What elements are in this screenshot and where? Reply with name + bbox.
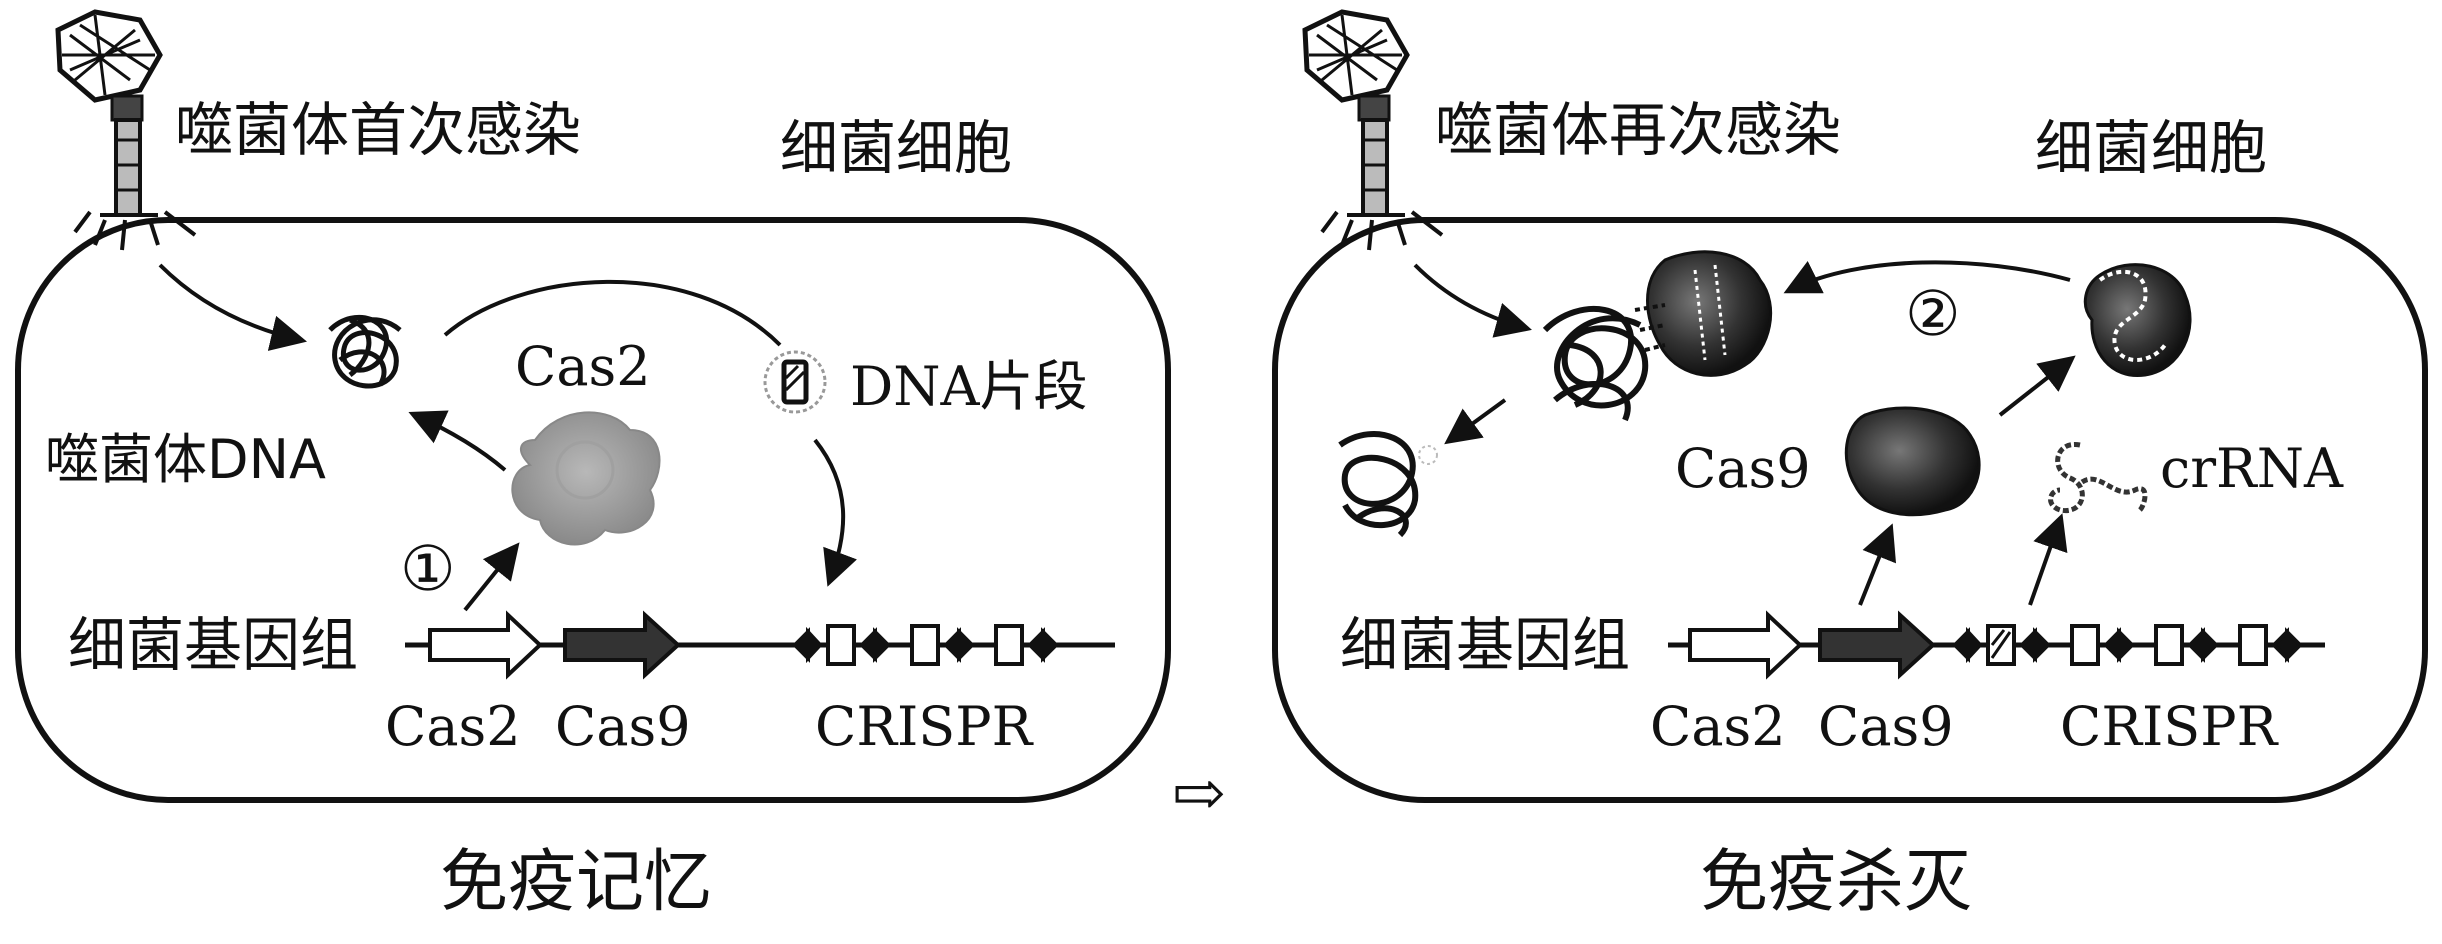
gene-cas9-label-right: Cas9 [1818,695,1954,758]
cas9-gene-arrow-right [1818,610,1936,680]
phage-dna-icon-left [328,314,402,389]
fragment-arc-arrow [443,279,782,347]
bacterial-cell-left [15,217,1171,803]
cas9-to-complex-arrow [1998,355,2076,417]
gene-cas2-label-left: Cas2 [385,695,521,758]
dna-fragment-icon [763,350,827,414]
cas2-protein-label: Cas2 [515,335,651,398]
caption-right: 免疫杀灭 [1700,843,1972,922]
cell-label-right: 细菌细胞 [2035,114,2267,182]
right-panel: 噬菌体再次感染 细菌细胞 ② Cas9 crRNA [1272,9,2428,922]
phage-dna-icon-right [1542,306,1649,422]
genome-label-right: 细菌基因组 [1340,611,1630,679]
phage-icon-right [1302,9,1444,251]
step-1-arrow [463,542,520,612]
dna-fragment-label: DNA片段 [850,355,1088,418]
injection-arrow-left [158,263,308,351]
cas2-to-dna-arrow [408,410,507,472]
left-panel: 噬菌体首次感染 细菌细胞 DNA片段 Cas2 噬菌体DNA ① 细菌基因 [15,9,1171,922]
phage-dna-label: 噬菌体DNA [45,428,326,491]
cas2-gene-arrow-left [428,610,543,680]
cell-label-left: 细菌细胞 [780,114,1012,182]
infection-label-left: 噬菌体首次感染 [175,96,581,164]
transition-arrow-icon: ⇨ [1172,757,1226,831]
crrna-icon [2048,442,2148,513]
crrna-label: crRNA [2160,437,2344,500]
crispr-array-right [1952,624,2303,666]
cleaved-dna-icon [1338,431,1419,538]
phage-icon-left [55,9,197,251]
gene-crispr-label-left: CRISPR [815,695,1034,758]
crrna-transcription-arrow [2028,513,2068,606]
cas9-gene-arrow-left [563,610,681,680]
cas9-expression-arrow [1858,523,1897,606]
genome-label-left: 细菌基因组 [68,611,358,679]
bacterial-cell-right [1272,217,2428,803]
injection-arrow-right [1413,263,1532,338]
gene-cas2-label-right: Cas2 [1650,695,1786,758]
cleave-arrow [1444,398,1507,445]
gene-crispr-label-right: CRISPR [2060,695,2279,758]
infection-label-right: 噬菌体再次感染 [1435,96,1841,164]
cas2-gene-arrow-right [1688,610,1803,680]
step-2-arrow [1783,260,2071,294]
cas9-complex-bound-icon [1646,250,1773,377]
caption-left: 免疫记忆 [440,843,712,922]
step-2-marker: ② [1905,277,1961,350]
cas2-protein-icon [511,411,661,546]
cas9-protein-label: Cas9 [1675,437,1811,500]
step-1-marker: ① [400,532,456,605]
gene-cas9-label-left: Cas9 [555,695,691,758]
cas9-protein-icon [1844,406,1981,517]
crispr-array-left [792,624,1059,666]
